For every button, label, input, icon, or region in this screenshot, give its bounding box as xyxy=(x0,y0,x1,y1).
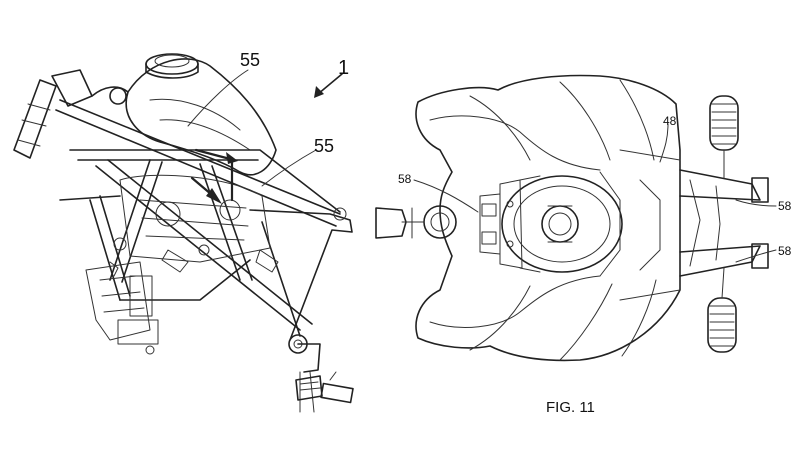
ref-label-58-left: 58 xyxy=(398,172,412,186)
frame-side-view xyxy=(13,53,354,413)
ref-label-55-mid: 55 xyxy=(314,136,334,156)
ref-label-58-right-bottom: 58 xyxy=(778,244,792,258)
figure-caption: FIG. 11 xyxy=(546,399,595,416)
ref-label-58-right-top: 58 xyxy=(778,199,792,213)
ref-label-55-top: 55 xyxy=(240,50,260,70)
ref-label-48: 48 xyxy=(663,114,677,128)
chassis-top-view xyxy=(375,74,777,362)
ref-label-1: 1 xyxy=(338,57,349,79)
